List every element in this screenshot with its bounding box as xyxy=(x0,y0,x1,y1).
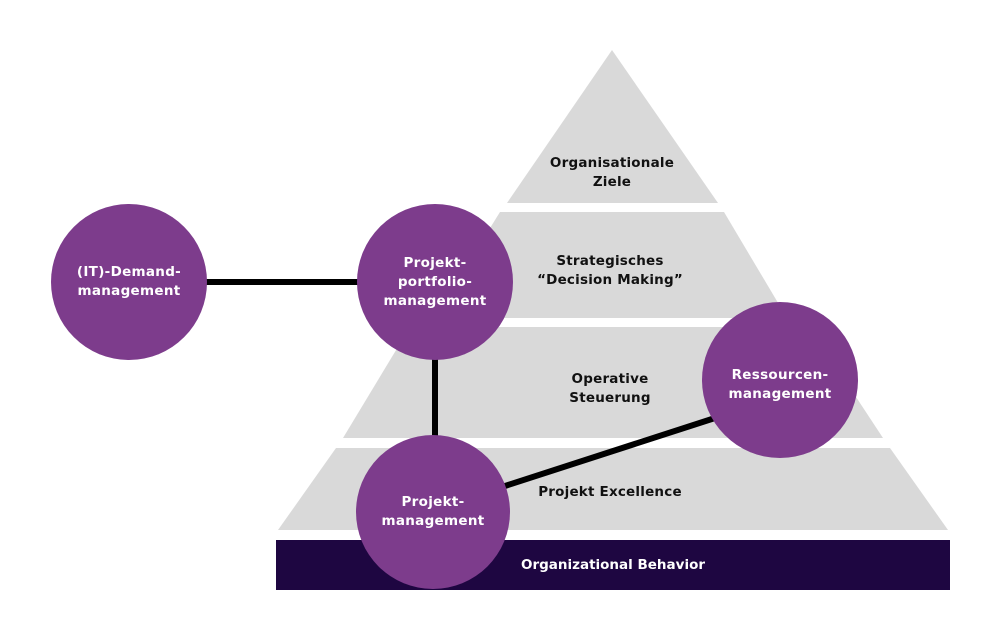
tier-label-line: Strategisches xyxy=(556,253,664,269)
pyramid-tier-strategic xyxy=(434,212,787,318)
node-label-line: management xyxy=(383,293,487,309)
node-projektportfolio-management[interactable] xyxy=(357,204,513,360)
node-label-line: management xyxy=(728,386,832,402)
tier-label-excellence: Projekt Excellence xyxy=(510,483,710,502)
node-ressourcen-management[interactable] xyxy=(702,302,858,458)
connector-projekt-ressourcen xyxy=(504,415,716,489)
pyramid-tier-goals xyxy=(507,50,718,203)
node-label-portfolio: Projekt- portfolio- management xyxy=(360,254,510,311)
node-demand-management[interactable] xyxy=(51,204,207,360)
tier-label-line: Operative xyxy=(571,371,649,387)
tier-label-strategic: Strategisches “Decision Making” xyxy=(510,252,710,290)
node-label-line: management xyxy=(77,283,181,299)
tier-label-line: Projekt Excellence xyxy=(538,484,682,500)
node-label-line: Projekt- xyxy=(401,494,465,510)
node-label-projekt: Projekt- management xyxy=(358,493,508,531)
tier-label-line: Organisationale xyxy=(549,155,675,171)
tier-label-goals: Organisationale Ziele xyxy=(512,154,712,192)
node-label-ressourcen: Ressourcen- management xyxy=(705,366,855,404)
node-label-line: portfolio- xyxy=(397,274,473,290)
node-label-line: (IT)-Demand- xyxy=(76,264,182,280)
node-label-demand: (IT)-Demand- management xyxy=(54,263,204,301)
node-projekt-management[interactable] xyxy=(356,435,510,589)
base-bar-label: Organizational Behavior xyxy=(520,557,706,573)
tier-label-line: “Decision Making” xyxy=(537,272,683,288)
node-label-line: management xyxy=(381,513,485,529)
node-label-line: Projekt- xyxy=(403,255,467,271)
tier-label-line: Ziele xyxy=(592,174,632,190)
node-label-line: Ressourcen- xyxy=(731,367,829,383)
tier-label-operative: Operative Steuerung xyxy=(510,370,710,408)
tier-label-line: Steuerung xyxy=(569,390,651,406)
